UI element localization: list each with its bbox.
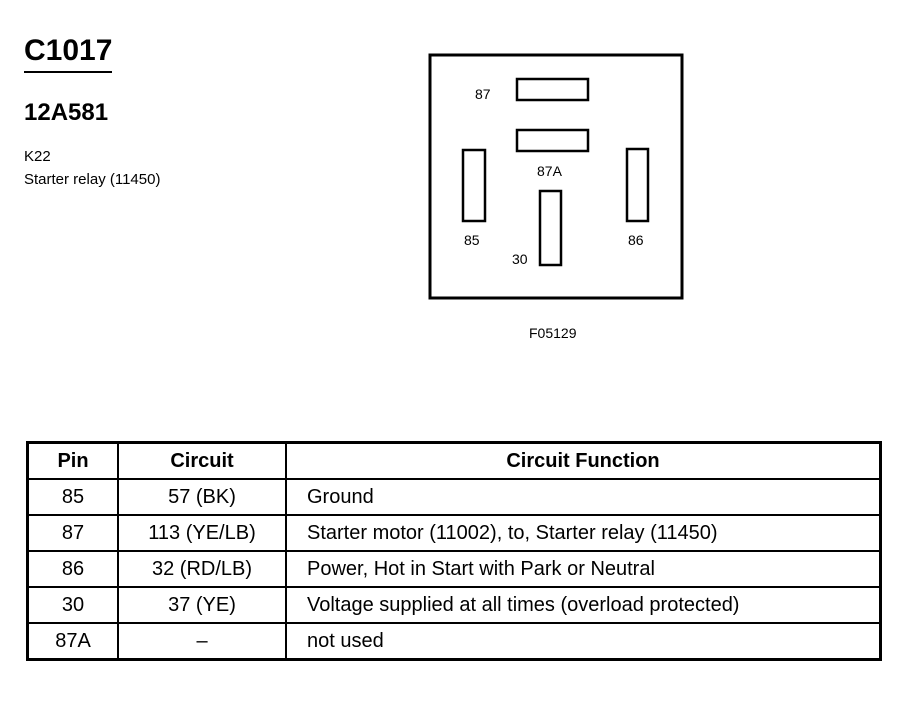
- cell-pin: 86: [26, 550, 119, 588]
- terminal-85-label: 85: [464, 232, 480, 248]
- terminal-30: [538, 189, 563, 267]
- table-row: 87 113 (YE/LB) Starter motor (11002), to…: [26, 514, 882, 552]
- terminal-86: [625, 147, 650, 223]
- table-row: 87A – not used: [26, 622, 882, 661]
- terminal-30-label: 30: [512, 251, 528, 267]
- cell-circuit: –: [117, 622, 287, 661]
- table-row: 85 57 (BK) Ground: [26, 478, 882, 516]
- cell-function: Voltage supplied at all times (overload …: [285, 586, 882, 624]
- cell-pin: 85: [26, 478, 119, 516]
- connector-id: C1017: [24, 34, 113, 73]
- cell-circuit: 37 (YE): [117, 586, 287, 624]
- table-header-row: Pin Circuit Circuit Function: [26, 441, 882, 480]
- cell-pin: 30: [26, 586, 119, 624]
- header-pin: Pin: [26, 441, 119, 480]
- part-number: 12A581: [24, 99, 109, 126]
- cell-function: Power, Hot in Start with Park or Neutral: [285, 550, 882, 588]
- cell-pin: 87A: [26, 622, 119, 661]
- terminal-86-label: 86: [628, 232, 644, 248]
- figure-code: F05129: [529, 325, 577, 341]
- header-circuit-function: Circuit Function: [285, 441, 882, 480]
- terminal-87a-label: 87A: [537, 163, 563, 179]
- header-circuit: Circuit: [117, 441, 287, 480]
- pin-table: Pin Circuit Circuit Function 85 57 (BK) …: [26, 441, 882, 661]
- cell-function: Starter motor (11002), to, Starter relay…: [285, 514, 882, 552]
- cell-function: Ground: [285, 478, 882, 516]
- terminal-85: [461, 148, 487, 223]
- terminal-87-label: 87: [475, 86, 491, 102]
- cell-circuit: 32 (RD/LB): [117, 550, 287, 588]
- terminal-87: [515, 77, 590, 102]
- ref-code: K22: [24, 148, 51, 165]
- cell-circuit: 113 (YE/LB): [117, 514, 287, 552]
- table-row: 30 37 (YE) Voltage supplied at all times…: [26, 586, 882, 624]
- component-name: Starter relay (11450): [24, 171, 161, 188]
- table-row: 86 32 (RD/LB) Power, Hot in Start with P…: [26, 550, 882, 588]
- cell-function: not used: [285, 622, 882, 661]
- cell-circuit: 57 (BK): [117, 478, 287, 516]
- cell-pin: 87: [26, 514, 119, 552]
- relay-outline: [428, 53, 684, 300]
- terminal-87a: [515, 128, 590, 153]
